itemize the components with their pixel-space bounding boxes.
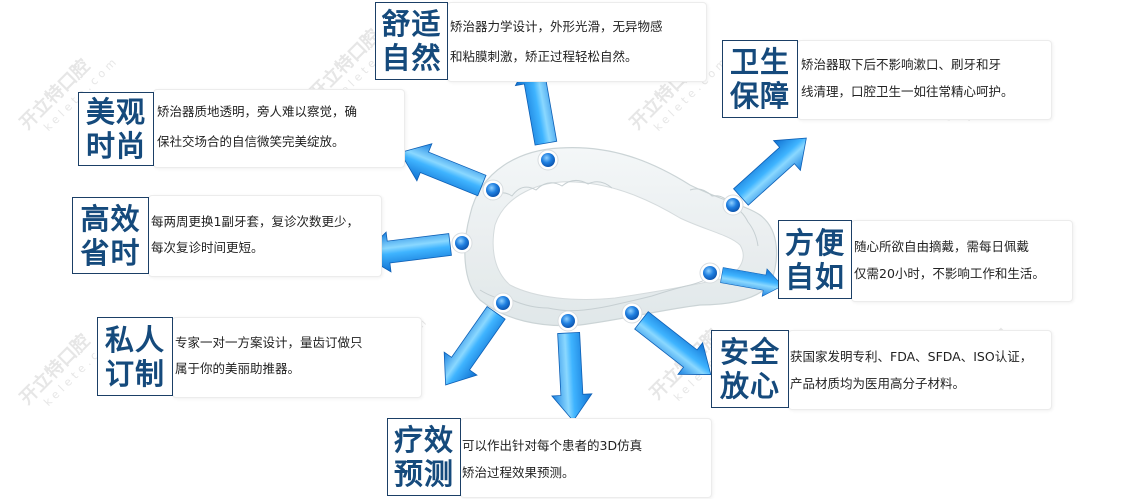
feature-card-hygiene	[797, 40, 1052, 120]
arrow-icon	[628, 304, 724, 391]
title-line: 舒适	[381, 7, 442, 41]
desc-line: 每次复诊时间更短。	[151, 240, 264, 255]
feature-desc-hygiene: 矫治器取下后不影响漱口、刷牙和牙 线清理，口腔卫生一如往常精心呵护。	[801, 51, 1014, 105]
feature-desc-beauty: 矫治器质地透明，旁人难以察觉，确 保社交场合的自信微笑完美绽放。	[157, 97, 357, 157]
title-line: 放心	[719, 369, 780, 403]
title-line: 保障	[729, 79, 790, 113]
dot-icon	[492, 292, 514, 314]
feature-title-custom: 私人 订制	[97, 317, 173, 396]
feature-desc-efficiency: 每两周更换1副牙套，复诊次数更少， 每次复诊时间更短。	[151, 209, 359, 261]
title-line: 安全	[719, 335, 780, 369]
dot-icon	[557, 310, 579, 332]
dot-icon	[482, 179, 504, 201]
dot-icon	[722, 194, 744, 216]
feature-desc-custom: 专家一对一方案设计，量齿订做只 属于你的美丽助推器。	[175, 330, 363, 382]
feature-card-safety	[788, 330, 1052, 410]
feature-desc-prediction: 可以作出针对每个患者的3D仿真 矫治过程效果预测。	[462, 432, 642, 486]
desc-line: 每两周更换1副牙套，复诊次数更少，	[151, 214, 359, 229]
desc-line: 仅需20小时，不影响工作和生活。	[854, 266, 1045, 281]
feature-title-convenience: 方便 自如	[778, 220, 852, 299]
feature-title-hygiene: 卫生 保障	[722, 40, 798, 118]
desc-line: 产品材质均为医用高分子材料。	[790, 376, 966, 391]
feature-title-safety: 安全 放心	[711, 330, 789, 408]
desc-line: 矫治器力学设计，外形光滑，无异物感	[450, 19, 663, 34]
desc-line: 和粘膜刺激，矫正过程轻松自然。	[450, 49, 638, 64]
feature-card-efficiency	[148, 195, 382, 277]
dot-icon	[621, 302, 643, 324]
title-line: 省时	[80, 235, 141, 270]
desc-line: 线清理，口腔卫生一如往常精心呵护。	[801, 84, 1014, 99]
feature-card-prediction	[460, 418, 712, 498]
title-line: 高效	[80, 201, 141, 236]
arrow-icon	[548, 331, 594, 423]
title-line: 自如	[784, 259, 845, 294]
feature-card-custom	[172, 317, 422, 398]
title-line: 自然	[381, 41, 442, 75]
feature-desc-safety: 获国家发明专利、FDA、SFDA、ISO认证， 产品材质均为医用高分子材料。	[790, 343, 1032, 397]
title-line: 订制	[104, 356, 165, 391]
feature-desc-convenience: 随心所欲自由摘戴，需每日佩戴 仅需20小时，不影响工作和生活。	[854, 233, 1045, 287]
arrow-icon	[392, 133, 490, 205]
feature-title-efficiency: 高效 省时	[72, 197, 149, 274]
title-line: 卫生	[729, 45, 790, 79]
title-line: 方便	[784, 225, 845, 260]
dot-icon	[699, 262, 721, 284]
aligner-shape	[464, 147, 778, 327]
desc-line: 矫治器质地透明，旁人难以察觉，确	[157, 104, 358, 119]
desc-line: 获国家发明专利、FDA、SFDA、ISO认证，	[790, 349, 1033, 364]
desc-line: 矫治器取下后不影响漱口、刷牙和牙	[801, 57, 1002, 72]
feature-title-prediction: 疗效 预测	[387, 418, 461, 496]
dot-icon	[451, 232, 473, 254]
desc-line: 专家一对一方案设计，量齿订做只	[175, 335, 363, 350]
title-line: 美观	[85, 95, 146, 129]
feature-title-beauty: 美观 时尚	[78, 92, 154, 166]
desc-line: 保社交场合的自信微笑完美绽放。	[157, 134, 345, 149]
title-line: 预测	[393, 457, 454, 491]
title-line: 疗效	[393, 423, 454, 457]
title-line: 时尚	[85, 129, 146, 163]
desc-line: 属于你的美丽助推器。	[175, 361, 301, 376]
feature-card-comfort	[447, 2, 707, 82]
feature-card-beauty	[153, 89, 405, 168]
title-line: 私人	[104, 322, 165, 357]
feature-card-convenience	[851, 220, 1073, 302]
arrow-icon	[727, 122, 821, 213]
arrow-icon	[428, 300, 513, 397]
desc-line: 矫治过程效果预测。	[462, 465, 575, 480]
desc-line: 随心所欲自由摘戴，需每日佩戴	[854, 239, 1030, 254]
feature-title-comfort: 舒适 自然	[375, 2, 448, 80]
feature-desc-comfort: 矫治器力学设计，外形光滑，无异物感 和粘膜刺激，矫正过程轻松自然。	[450, 12, 663, 72]
dot-icon	[537, 149, 559, 171]
desc-line: 可以作出针对每个患者的3D仿真	[462, 438, 643, 453]
